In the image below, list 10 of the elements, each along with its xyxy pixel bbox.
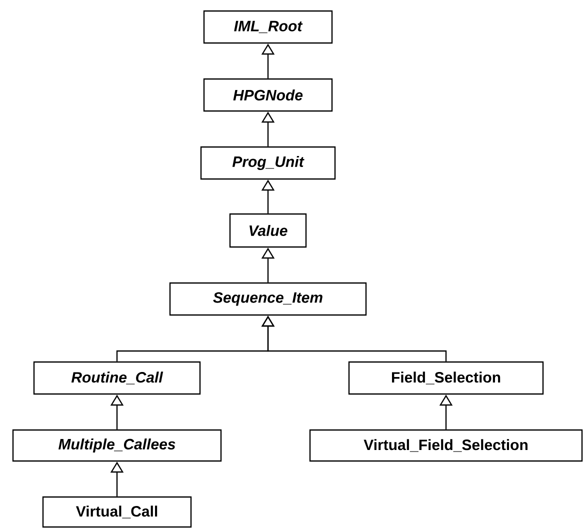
class-box: Sequence_Item (169, 282, 367, 316)
class-box: Multiple_Callees (12, 429, 222, 462)
class-box: Prog_Unit (200, 146, 336, 180)
class-box: Virtual_Field_Selection (309, 429, 583, 462)
class-box: Routine_Call (33, 361, 201, 395)
class-box: Value (229, 213, 307, 248)
class-box: Virtual_Call (42, 496, 192, 528)
class-box: HPGNode (203, 78, 333, 112)
class-box: Field_Selection (348, 361, 544, 395)
class-box: IML_Root (203, 10, 333, 44)
